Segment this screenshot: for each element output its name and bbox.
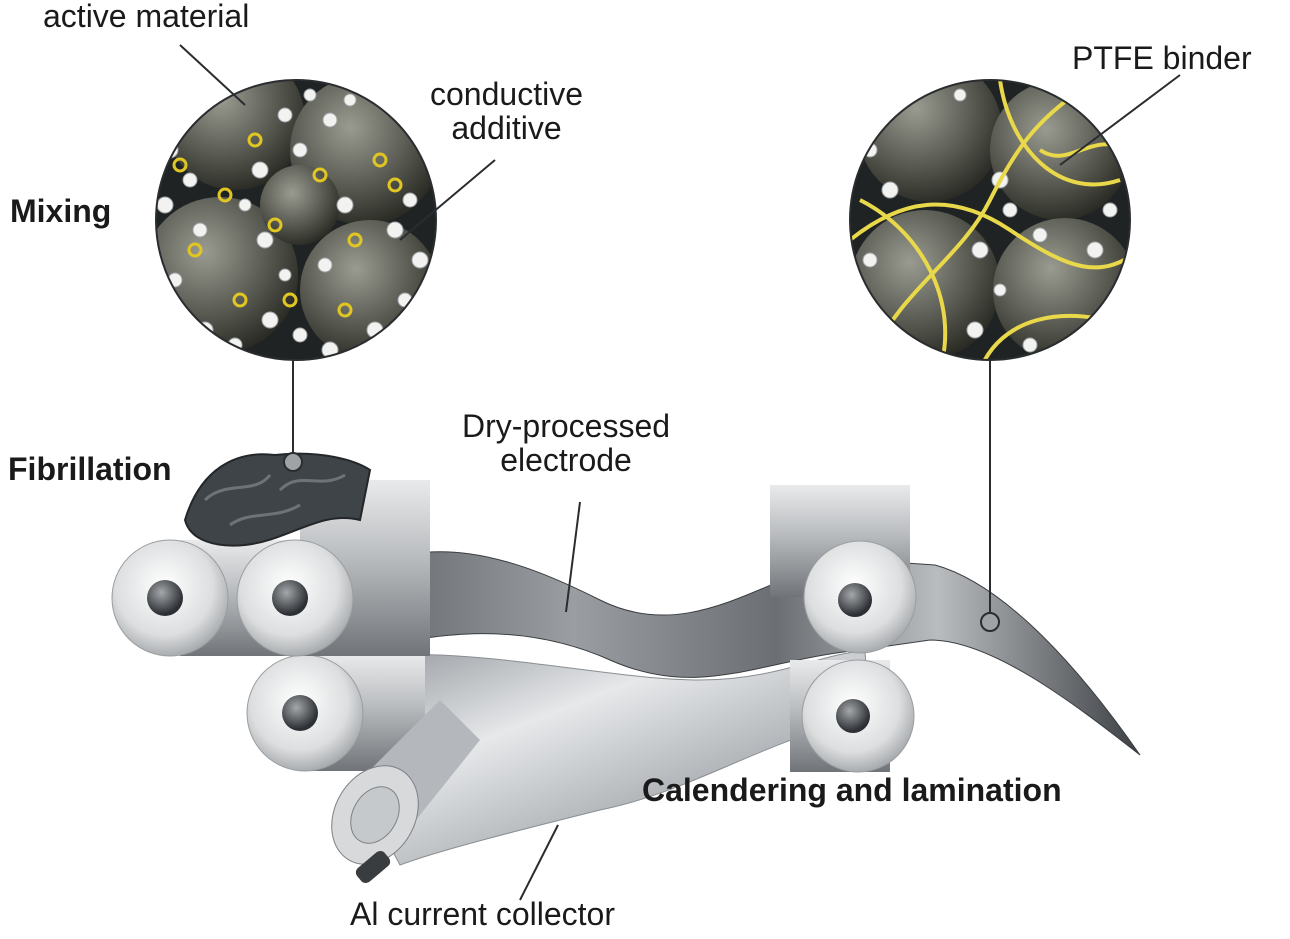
calender-roller-bottom xyxy=(790,659,915,773)
al-current-collector-label: Al current collector xyxy=(350,896,615,932)
ptfe-binder-label: PTFE binder xyxy=(1072,40,1252,76)
fibrillation-roller-bottom xyxy=(246,654,425,772)
conductive-additive-label: conductive additive xyxy=(430,76,583,146)
calender-roller-top xyxy=(770,485,917,654)
fibrillation-roller-right xyxy=(236,480,430,657)
binder-magnified-view xyxy=(850,80,1130,360)
electrode-marker xyxy=(980,612,1000,632)
calendering-lamination-label: Calendering and lamination xyxy=(642,772,1062,808)
dry-processed-electrode-sheet xyxy=(329,551,1141,756)
active-material-label: active material xyxy=(43,0,250,34)
mixing-label: Mixing xyxy=(10,193,112,229)
fibrillation-marker xyxy=(283,452,303,472)
al-foil-spool xyxy=(331,700,480,884)
leader-lines xyxy=(179,44,1181,901)
mixing-magnified-view xyxy=(156,80,436,360)
dry-processed-electrode-label: Dry-processed electrode xyxy=(462,408,671,478)
fibrillation-label: Fibrillation xyxy=(8,451,172,487)
